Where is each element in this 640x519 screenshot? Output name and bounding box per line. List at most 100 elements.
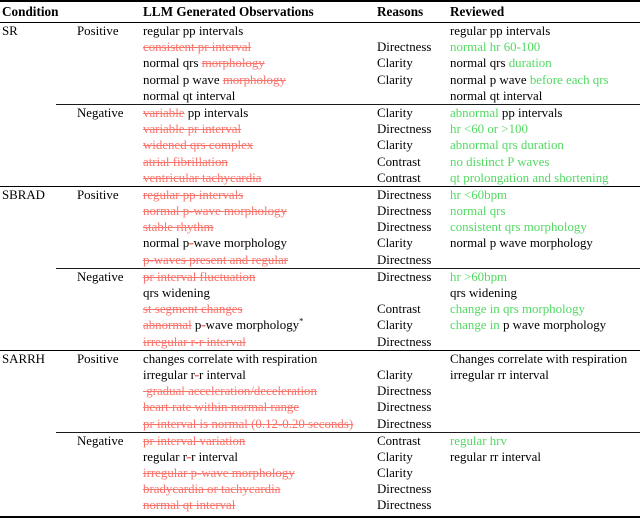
reviewed-cell — [450, 252, 640, 268]
observation-cell: pr interval is normal (0.12-0.20 seconds… — [143, 416, 377, 432]
reviewed-cell: hr >60bpm — [450, 269, 640, 285]
added-text-segment: before each qrs — [529, 72, 609, 87]
added-text-segment: change in — [450, 318, 503, 333]
added-text-segment: consistent qrs morphology — [450, 220, 587, 235]
reason-cell: Clarity — [377, 72, 413, 87]
subcondition-label — [77, 154, 143, 170]
observation-cell: variable pp intervals — [143, 105, 377, 121]
condition-label — [0, 235, 77, 251]
text-segment: p — [191, 318, 202, 333]
added-text-segment: no distinct P waves — [450, 154, 550, 169]
condition-label — [0, 203, 77, 219]
reason-cell — [377, 285, 450, 301]
deleted-text-segment: - — [186, 449, 192, 464]
deleted-text-segment: bradycardia or tachycardia — [143, 482, 281, 497]
observation-cell: abnormal p-wave morphology* — [143, 317, 377, 333]
condition-label — [0, 334, 77, 350]
deleted-text-segment: - — [189, 236, 194, 251]
reason-cell: Directness — [377, 204, 432, 219]
deleted-text-segment: irregular r-r interval — [143, 334, 246, 349]
added-text-segment: change in qrs morphology — [450, 302, 585, 317]
reviewed-cell: normal qt interval — [450, 88, 640, 104]
added-text-segment: normal hr 60-100 — [450, 40, 541, 55]
subcondition-label — [77, 481, 143, 497]
subcondition-label — [77, 285, 143, 301]
condition-label — [0, 88, 77, 104]
reviewed-cell — [450, 465, 640, 481]
table-header-row: Condition LLM Generated Observations Rea… — [0, 0, 640, 23]
reason-cell: Clarity — [377, 318, 413, 333]
subcondition-label — [77, 399, 143, 415]
condition-label: SARRH — [2, 351, 45, 366]
reviewed-cell — [450, 481, 640, 497]
subcondition-label: Positive — [77, 351, 119, 366]
reviewed-cell: normal qrs duration — [450, 55, 640, 71]
subcondition-label: Positive — [77, 187, 119, 202]
condition-label — [0, 39, 77, 55]
column-header-reviewed: Reviewed — [450, 4, 505, 19]
subcondition-label: Positive — [77, 24, 119, 38]
subcondition-label — [77, 416, 143, 432]
subcondition-label — [77, 383, 143, 399]
added-text-segment: hr >60bpm — [450, 269, 508, 284]
observation-cell: stable rhythm — [143, 219, 377, 235]
text-segment: wave morphology — [193, 236, 287, 251]
reason-cell: Clarity — [377, 105, 413, 120]
reviewed-cell: normal p wave morphology — [450, 235, 640, 251]
deleted-text-segment: normal p-wave morphology — [143, 204, 287, 219]
reviewed-cell — [450, 497, 640, 513]
reason-cell: Directness — [377, 498, 432, 513]
observation-cell: atrial fibrillation — [143, 154, 377, 170]
reason-cell: Clarity — [377, 56, 413, 71]
text-segment: normal p — [143, 236, 190, 251]
text-segment: changes correlate with respiration — [143, 351, 318, 366]
text-segment: normal qt interval — [143, 88, 236, 103]
subcondition-divider-rule — [56, 103, 640, 105]
reason-cell: Directness — [377, 334, 432, 349]
reason-cell: Contrast — [377, 154, 421, 169]
subcondition-label: Negative — [77, 105, 124, 120]
observation-cell: irregular p-wave morphology — [143, 465, 377, 481]
subcondition-label — [77, 55, 143, 71]
subcondition-label — [77, 367, 143, 383]
reason-cell: Directness — [377, 40, 432, 55]
deleted-text-segment: st segment changes — [143, 302, 243, 317]
condition-label — [0, 481, 77, 497]
condition-divider-rule — [0, 185, 640, 187]
text-segment: r interval — [191, 449, 238, 464]
reviewed-cell: qrs widening — [450, 285, 640, 301]
condition-label — [0, 301, 77, 317]
text-segment: pp intervals — [498, 105, 563, 120]
deleted-text-segment: widened qrs complex — [143, 138, 254, 153]
observation-cell: pr interval variation — [143, 433, 377, 449]
condition-label: SBRAD — [2, 187, 45, 202]
subcondition-divider-rule — [56, 267, 640, 269]
text-segment: r interval — [198, 367, 246, 382]
reason-cell: Clarity — [377, 236, 413, 251]
subcondition-label — [77, 219, 143, 235]
condition-label — [0, 121, 77, 137]
reviewed-cell: hr <60bpm — [450, 187, 640, 203]
observation-cell: pr interval fluctuation — [143, 269, 377, 285]
text-segment: qrs widening — [450, 286, 517, 300]
reviewed-cell: regular pp intervals — [450, 23, 640, 39]
added-text-segment: normal qrs — [450, 204, 506, 219]
deleted-text-segment: p-waves present and regular — [143, 252, 288, 267]
reviewed-cell — [450, 383, 640, 399]
reason-cell: Contrast — [377, 302, 421, 317]
reason-cell: Clarity — [377, 367, 413, 382]
reviewed-cell: abnormal qrs duration — [450, 137, 640, 153]
reviewed-cell: normal hr 60-100 — [450, 39, 640, 55]
observation-cell: variable pr interval — [143, 121, 377, 137]
deleted-text-segment: - — [201, 318, 206, 333]
condition-divider-rule — [0, 349, 640, 351]
reason-cell: Directness — [377, 400, 432, 415]
reviewed-cell: Changes correlate with respiration — [450, 351, 640, 367]
observation-cell: normal p-wave morphology — [143, 203, 377, 219]
condition-label — [0, 497, 77, 513]
text-segment: regular pp intervals — [143, 24, 244, 38]
